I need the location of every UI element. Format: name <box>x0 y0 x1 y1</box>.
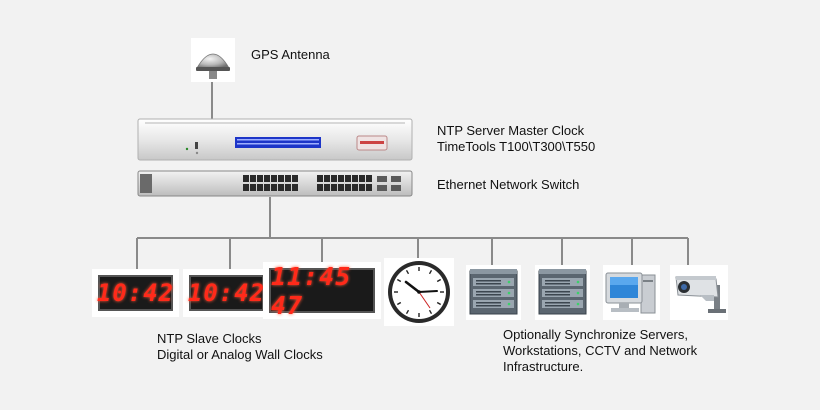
slave-clocks-label-1: NTP Slave Clocks <box>157 331 262 347</box>
sync-label-1: Optionally Synchronize Servers, <box>503 327 688 343</box>
workstation-icon <box>603 265 660 320</box>
analog-clock-icon <box>384 258 454 326</box>
sync-label-2: Workstations, CCTV and Network <box>503 343 697 359</box>
digital-clock-3-time: 11:45 47 <box>271 262 373 320</box>
gps-antenna-label: GPS Antenna <box>251 47 330 63</box>
digital-clock-2: 10:42 <box>183 269 270 317</box>
digital-clock-1: 10:42 <box>92 269 179 317</box>
slave-clocks-label-2: Digital or Analog Wall Clocks <box>157 347 323 363</box>
sync-label-3: Infrastructure. <box>503 359 583 375</box>
ntp-server-icon <box>137 118 413 161</box>
ethernet-switch-label: Ethernet Network Switch <box>437 177 579 193</box>
server-icon <box>535 265 590 320</box>
digital-clock-1-time: 10:42 <box>97 279 174 307</box>
server-icon <box>466 265 521 320</box>
gps-antenna-icon <box>191 38 235 82</box>
cctv-camera-icon <box>670 265 728 320</box>
ntp-server-label-2: TimeTools T100\T300\T550 <box>437 139 595 155</box>
digital-clock-3: 11:45 47 <box>263 262 381 319</box>
ntp-server-label-1: NTP Server Master Clock <box>437 123 584 139</box>
ethernet-switch-icon <box>137 170 413 197</box>
digital-clock-2-time: 10:42 <box>188 279 265 307</box>
